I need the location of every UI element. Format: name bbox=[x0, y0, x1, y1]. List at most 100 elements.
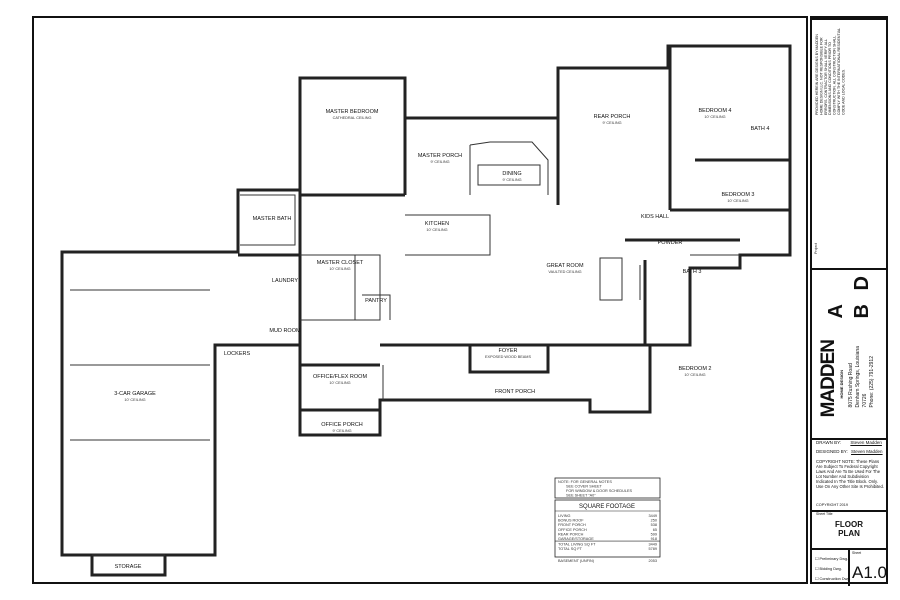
pantry-label: PANTRY bbox=[365, 298, 387, 304]
sf-row-label: BONUS ROOF bbox=[558, 519, 584, 523]
sf-extra-value: 2053 bbox=[649, 559, 657, 563]
bath-3-label: BATH 3 bbox=[683, 269, 702, 275]
sf-row-value: 3449 bbox=[649, 543, 657, 547]
brand-subtitle: HOME DESIGN bbox=[839, 370, 844, 399]
address-line: 8075 Rushing Road bbox=[848, 363, 854, 408]
sf-row-value: 538 bbox=[651, 523, 657, 527]
checkbox-bidding[interactable]: ☐ Bidding Dwg. bbox=[815, 567, 842, 571]
room-ceiling: 10' CEILING bbox=[329, 381, 350, 385]
sheet-title-label: Sheet Title bbox=[816, 512, 833, 516]
copyright-note: COPYRIGHT NOTE: These Plans Are Subject … bbox=[816, 459, 884, 489]
sf-row-value: 918 bbox=[651, 537, 657, 541]
abd-letter: A bbox=[825, 304, 847, 319]
master-bath-label: MASTER BATH bbox=[253, 216, 292, 222]
bedroom-3-label: BEDROOM 3 bbox=[721, 192, 754, 198]
note-line: FOR WINDOW & DOOR SCHEDULES bbox=[566, 489, 632, 493]
sf-row-label: LIVING bbox=[558, 514, 570, 518]
value: Steven Madden bbox=[850, 440, 882, 445]
kitchen-label: KITCHEN bbox=[425, 221, 449, 227]
sf-row-value: 65 bbox=[653, 528, 657, 532]
walls bbox=[60, 44, 792, 577]
room-ceiling: 10' CEILING bbox=[329, 267, 350, 271]
address-line: Phone: (225) 791-2912 bbox=[869, 356, 875, 408]
sheet-title: FLOOR PLAN bbox=[812, 520, 886, 538]
abd-letter: D bbox=[851, 276, 873, 291]
great-room-label: GREAT ROOM bbox=[546, 263, 583, 269]
lockers-label: LOCKERS bbox=[224, 351, 251, 357]
address-line: Denham Springs, Louisiana bbox=[855, 346, 861, 408]
sf-row-value: 599 bbox=[651, 532, 657, 536]
sf-row-label: REAR PORCH bbox=[558, 532, 584, 536]
label: Preliminary Dwg. bbox=[819, 557, 849, 561]
label: DESIGNED BY: bbox=[816, 449, 848, 454]
sf-row-label: TOTAL SQ FT bbox=[558, 547, 583, 551]
room-ceiling: 10' CEILING bbox=[124, 398, 145, 402]
company-address: 8075 Rushing Road Denham Springs, Louisi… bbox=[848, 346, 876, 407]
company-logo-block: A B D MADDEN HOME DESIGN 8075 Rushing Ro… bbox=[812, 268, 886, 440]
label: Bidding Dwg. bbox=[819, 567, 842, 571]
sf-row-value: 3449 bbox=[649, 514, 657, 518]
table-title: SQUARE FOOTAGE bbox=[579, 504, 635, 510]
room-ceiling: 10' CEILING bbox=[684, 373, 705, 377]
sheet-title-line: PLAN bbox=[838, 529, 860, 538]
office-porch-label: OFFICE PORCH bbox=[321, 422, 363, 428]
brand-logo: MADDEN bbox=[818, 340, 839, 418]
note-line: SEE COVER SHEET bbox=[566, 485, 603, 489]
note-line: NOTE: FOR GENERAL NOTES bbox=[558, 480, 612, 484]
master-porch-label: MASTER PORCH bbox=[418, 153, 462, 159]
checkbox-construction[interactable]: ☐ Construction Dwg. bbox=[815, 577, 851, 581]
room-ceiling: 10' CEILING bbox=[704, 115, 725, 119]
drawing-sheet bbox=[32, 16, 808, 584]
designed-by: DESIGNED BY: Steven Madden bbox=[816, 449, 883, 454]
sheet-label: Sheet bbox=[852, 551, 862, 555]
title-block-notes: PROVIDED HEREIN ARE DESIGNS BY MADDEN HO… bbox=[812, 18, 886, 118]
checkbox-preliminary[interactable]: ☐ Preliminary Dwg. bbox=[815, 557, 849, 561]
master-bedroom-label: MASTER BEDROOM bbox=[326, 109, 379, 115]
foyer-label: FOYER bbox=[499, 348, 518, 354]
sf-row-label: FRONT PORCH bbox=[558, 523, 586, 527]
label: Construction Dwg. bbox=[819, 577, 851, 581]
sheet-number: A1.0 bbox=[852, 563, 887, 582]
value: Steven Madden bbox=[851, 449, 883, 454]
front-porch-label: FRONT PORCH bbox=[495, 389, 535, 395]
room-ceiling: 10' CEILING bbox=[727, 199, 748, 203]
title-block: PROVIDED HEREIN ARE DESIGNS BY MADDEN HO… bbox=[810, 16, 888, 586]
bedroom-2-label: BEDROOM 2 bbox=[678, 366, 711, 372]
sf-row-label: GARAGE/STORAGE bbox=[558, 537, 594, 541]
room-ceiling: 10' CEILING bbox=[426, 228, 447, 232]
storage-label: STORAGE bbox=[115, 564, 142, 570]
sf-row-value: 5789 bbox=[649, 547, 657, 551]
room-ceiling: VAULTED CEILING bbox=[548, 270, 581, 274]
bath-4-label: BATH 4 bbox=[751, 126, 770, 132]
sf-row-label: OFFICE PORCH bbox=[558, 528, 587, 532]
general-notes-box: NOTE: FOR GENERAL NOTES SEE COVER SHEET … bbox=[554, 477, 661, 499]
room-labels: MASTER BEDROOM CATHEDRAL CEILING MASTER … bbox=[114, 108, 769, 570]
room-ceiling: CATHEDRAL CEILING bbox=[333, 116, 372, 120]
room-ceiling: EXPOSED WOOD BEAMS bbox=[485, 355, 531, 359]
laundry-label: LAUNDRY bbox=[272, 278, 299, 284]
drawn-by: DRAWN BY: Steven Madden bbox=[816, 440, 882, 445]
sf-row-label: TOTAL LIVING SQ FT bbox=[558, 543, 596, 547]
sf-row-value: 250 bbox=[651, 519, 657, 523]
project-label: Project bbox=[814, 243, 818, 254]
master-closet-label: MASTER CLOSET bbox=[317, 260, 364, 266]
mud-room-label: MUD ROOM bbox=[269, 328, 301, 334]
label: DRAWN BY: bbox=[816, 440, 842, 445]
room-ceiling: 9' CEILING bbox=[332, 429, 351, 433]
revision: COPYRIGHT 2019 bbox=[816, 503, 849, 507]
sf-extra-label: BASEMENT (UNFIN) bbox=[558, 559, 595, 563]
abd-logo: A B D bbox=[825, 274, 876, 340]
powder-label: POWDER bbox=[658, 240, 683, 246]
address-line: 70726 bbox=[862, 393, 868, 408]
office-flex-label: OFFICE/FLEX ROOM bbox=[313, 374, 368, 380]
rear-porch-label: REAR PORCH bbox=[594, 114, 631, 120]
room-ceiling: 9' CEILING bbox=[430, 160, 449, 164]
bedroom-4-label: BEDROOM 4 bbox=[698, 108, 731, 114]
room-ceiling: 9' CEILING bbox=[502, 178, 521, 182]
garage-label: 3-CAR GARAGE bbox=[114, 391, 156, 397]
abd-letter: B bbox=[851, 304, 873, 319]
kids-hall-label: KIDS HALL bbox=[641, 214, 669, 220]
floor-plan: MASTER BEDROOM CATHEDRAL CEILING MASTER … bbox=[60, 44, 792, 577]
sheet-title-line: FLOOR bbox=[835, 520, 863, 529]
